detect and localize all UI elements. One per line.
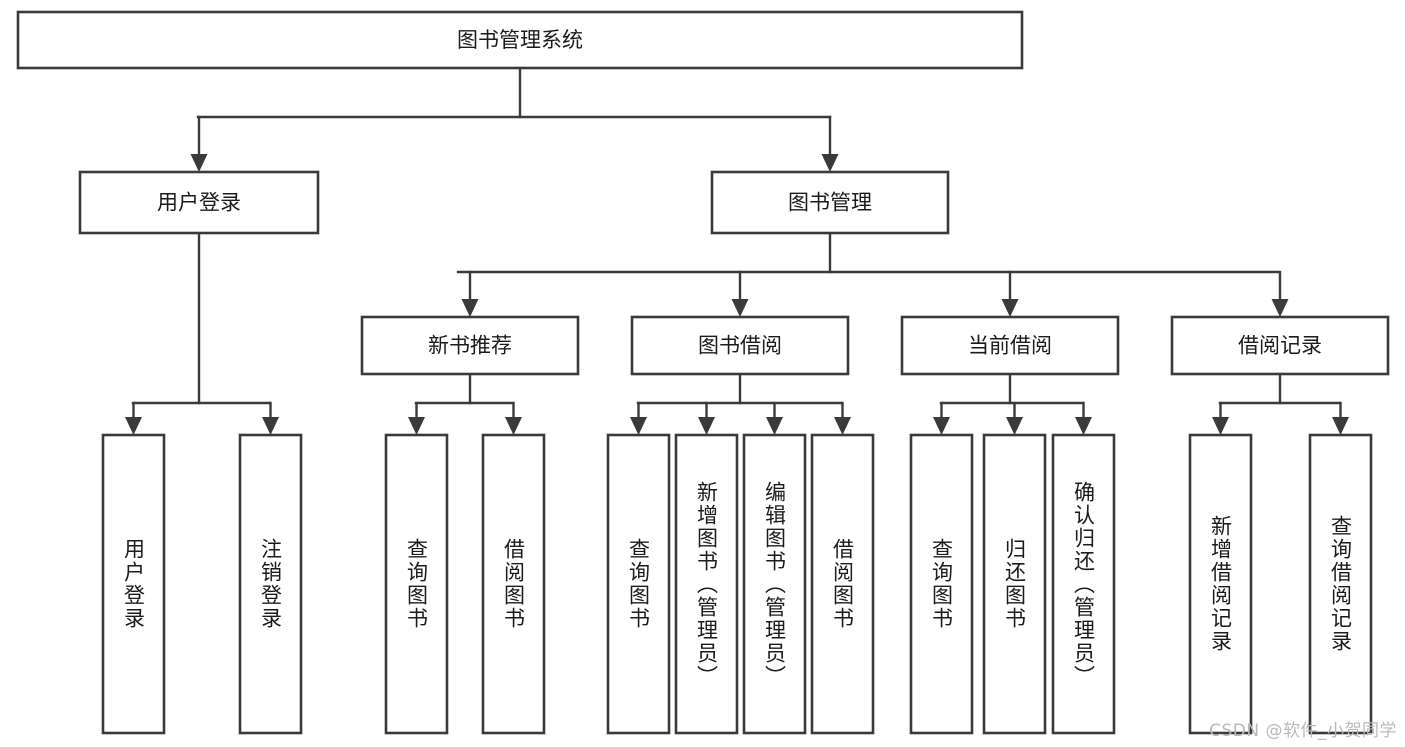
leaf-12-查询借阅记录[interactable]	[1308, 433, 1373, 735]
leaf-0-用户登录-arrow-arrowhead	[125, 417, 142, 435]
node-l2-用户登录-label: 用户登录	[157, 191, 241, 215]
node-root-图书管理系统[interactable]	[16, 10, 1024, 70]
leaf-12-查询借阅记录-arrow-arrowhead	[1332, 417, 1349, 435]
csdn-watermark: CSDN @软件_小贺同学	[1209, 721, 1397, 741]
leaf-10-确认归还管理员[interactable]	[1051, 433, 1116, 735]
leaf-3-借阅图书-arrow-arrowhead	[505, 417, 522, 435]
node-l3-图书借阅-label: 图书借阅	[698, 334, 782, 358]
leaf-6-编辑图书管理员[interactable]	[742, 433, 807, 735]
node-l3-图书借阅[interactable]	[630, 315, 850, 376]
leaf-1-注销登录-arrow-arrowhead	[262, 417, 279, 435]
leaf-5-新增图书管理员-arrow-arrowhead	[698, 417, 715, 435]
leaf-10-确认归还管理员-arrow-arrowhead	[1075, 417, 1092, 435]
node-l2-图书管理-label: 图书管理	[788, 191, 872, 215]
node-l2-图书管理[interactable]	[710, 170, 950, 235]
node-root-图书管理系统-label: 图书管理系统	[457, 28, 583, 52]
node-l3-借阅记录-label: 借阅记录	[1238, 334, 1322, 358]
leaf-5-新增图书管理员[interactable]	[674, 433, 739, 735]
leaf-6-编辑图书管理员-arrow-arrowhead	[766, 417, 783, 435]
leaf-3-借阅图书[interactable]	[481, 433, 546, 735]
leaf-1-注销登录[interactable]	[238, 433, 303, 735]
leaf-9-归还图书[interactable]	[982, 433, 1047, 735]
mgmt-to-借阅记录-arrowhead	[1271, 299, 1289, 317]
node-l3-当前借阅[interactable]	[900, 315, 1120, 376]
leaf-2-查询图书[interactable]	[384, 433, 449, 735]
root-to-用户登录-arrowhead	[190, 154, 208, 172]
node-l3-新书推荐[interactable]	[360, 315, 580, 376]
mgmt-to-图书借阅-arrowhead	[731, 299, 749, 317]
node-l2-用户登录[interactable]	[78, 170, 320, 235]
mgmt-to-当前借阅-arrowhead	[1001, 299, 1019, 317]
mgmt-to-新书推荐-arrowhead	[461, 299, 479, 317]
leaf-8-查询图书-arrow-arrowhead	[933, 417, 950, 435]
leaf-11-新增借阅记录-arrow-arrowhead	[1212, 417, 1229, 435]
root-to-图书管理-arrowhead	[821, 154, 839, 172]
leaf-0-用户登录[interactable]	[101, 433, 166, 735]
node-l3-新书推荐-label: 新书推荐	[428, 334, 512, 358]
leaf-11-新增借阅记录[interactable]	[1188, 433, 1253, 735]
connectors-layer	[125, 66, 1349, 435]
leaf-4-查询图书-arrow-arrowhead	[630, 417, 647, 435]
leaf-7-借阅图书[interactable]	[810, 433, 875, 735]
leaf-2-查询图书-arrow-arrowhead	[408, 417, 425, 435]
leaf-4-查询图书[interactable]	[606, 433, 671, 735]
leaf-8-查询图书[interactable]	[909, 433, 974, 735]
node-l3-当前借阅-label: 当前借阅	[968, 334, 1052, 358]
leaf-9-归还图书-arrow-arrowhead	[1006, 417, 1023, 435]
node-l3-借阅记录[interactable]	[1170, 315, 1390, 376]
leaf-7-借阅图书-arrow-arrowhead	[834, 417, 851, 435]
boxes-layer	[16, 10, 1390, 735]
